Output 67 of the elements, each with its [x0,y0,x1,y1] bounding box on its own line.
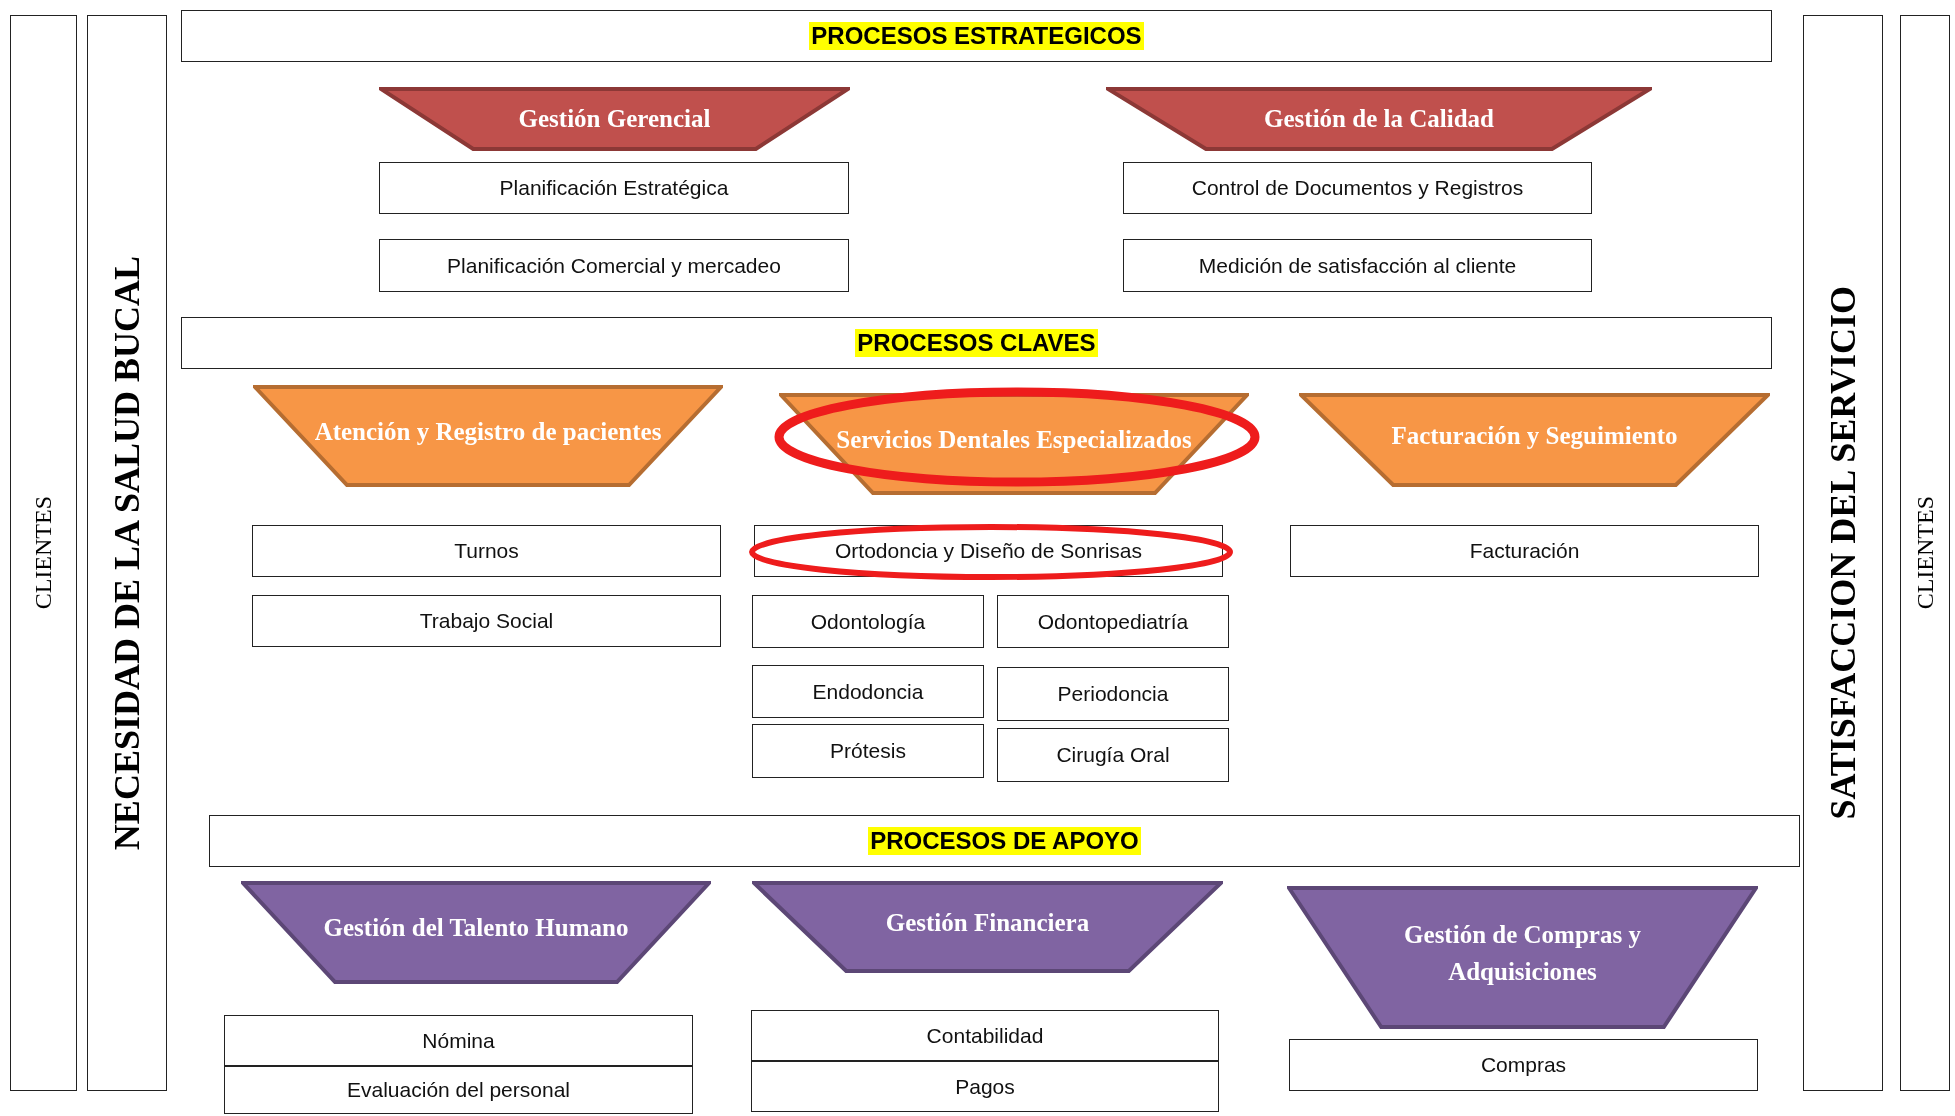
side-column [87,15,167,1091]
process-label: Endodoncia [812,679,924,704]
process-title: Atención y Registro de pacientes [314,416,662,447]
process-label: Ortodoncia y Diseño de Sonrisas [835,539,1142,563]
process-box [252,595,721,647]
process-title: Gestión del Talento Humano [323,913,629,944]
process-title: Servicios Dentales Especializados [836,424,1192,455]
process-label: Planificación Estratégica [499,176,729,200]
trapezoid-shape [253,385,723,487]
trapezoid-shape [1287,886,1758,1029]
process-box [379,162,849,214]
side-column [10,15,77,1091]
process-box [752,724,984,778]
process-title: Gestión de la Calidad [1264,103,1494,134]
section-heading: PROCESOS CLAVES [855,329,1098,357]
process-box [997,595,1229,648]
process-label: Prótesis [830,739,906,763]
section-band [181,317,1772,369]
process-label: Control de Documentos y Registros [1191,176,1524,200]
side-label: CLIENTES [30,496,57,610]
process-label: Periodoncia [1057,682,1169,706]
trapezoid-shape [1106,87,1652,151]
side-column [1900,15,1950,1091]
section-heading: PROCESOS DE APOYO [868,827,1141,855]
trapezoid-shape [779,393,1249,495]
process-label: Odontopediatría [1037,609,1189,634]
process-label: Compras [1480,1053,1567,1077]
trapezoid-shape [241,881,711,984]
process-box [997,728,1229,782]
process-box [1289,1039,1758,1091]
process-label: Evaluación del personal [347,1078,570,1102]
section-heading: PROCESOS ESTRATEGICOS [809,22,1144,50]
process-label: Medición de satisfacción al cliente [1198,253,1517,278]
process-label: Planificación Comercial y mercadeo [447,253,781,278]
process-label: Contabilidad [926,1023,1044,1048]
side-label: SATISFACCION DEL SERVICIO [1822,286,1864,820]
process-box [751,1010,1219,1061]
process-box [224,1015,693,1066]
process-label: Nómina [422,1028,495,1053]
side-label: NECESIDAD DE LA SALUD BUCAL [106,255,148,851]
process-box [1290,525,1759,577]
trapezoid-shape [379,87,850,151]
side-label: CLIENTES [1911,496,1939,610]
process-box [379,239,849,292]
process-label: Turnos [454,539,519,563]
section-band [181,10,1772,62]
process-label: Facturación [1469,539,1580,563]
trapezoid-shape [1299,393,1770,487]
process-title: Gestión de Compras y Adquisiciones [1403,920,1642,987]
process-label: Odontología [810,609,926,634]
process-box [997,667,1229,721]
process-box [252,525,721,577]
process-title: Gestión Financiera [885,907,1090,938]
process-box [1123,162,1592,214]
section-band [209,815,1800,867]
side-column [1803,15,1883,1091]
process-box [1123,239,1592,292]
process-title: Facturación y Seguimiento [1391,420,1678,451]
process-box [751,1061,1219,1112]
trapezoid-shape [752,881,1223,973]
process-label: Pagos [955,1074,1015,1099]
process-title: Gestión Gerencial [518,103,711,134]
process-label: Trabajo Social [419,609,554,633]
process-box [224,1066,693,1114]
process-box [752,665,984,718]
process-label: Cirugía Oral [1056,743,1170,767]
process-box [752,595,984,648]
